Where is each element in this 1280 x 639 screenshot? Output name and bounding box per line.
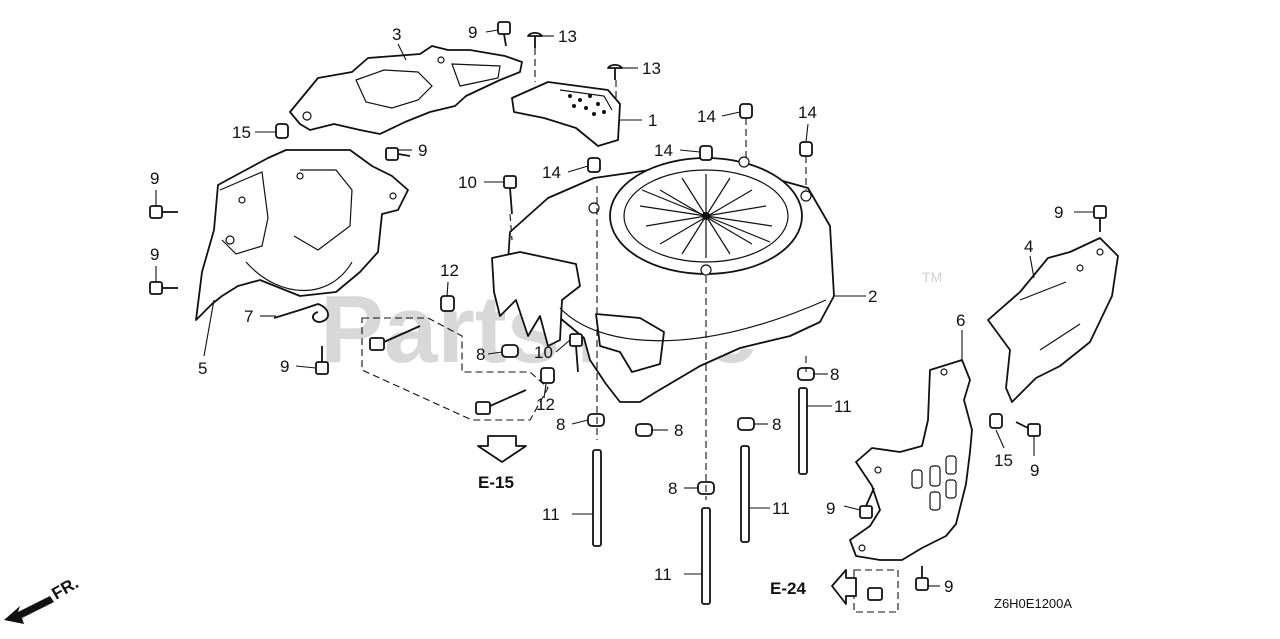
callout-11[interactable]: 11 (834, 397, 852, 416)
callout-15[interactable]: 15 (232, 123, 251, 142)
callout-9[interactable]: 9 (468, 23, 477, 42)
diagram-code: Z6H0E1200A (994, 596, 1072, 611)
callout-14[interactable]: 14 (542, 163, 561, 182)
part-12-grommet-upper[interactable] (440, 295, 455, 312)
callout-8[interactable]: 8 (830, 365, 839, 384)
e15-reference[interactable]: E-15 (478, 473, 514, 492)
callout-10[interactable]: 10 (534, 343, 553, 362)
callout-5[interactable]: 5 (198, 359, 207, 378)
callout-12[interactable]: 12 (536, 395, 555, 414)
e15-arrow (477, 435, 527, 463)
callout-13[interactable]: 13 (558, 27, 577, 46)
front-arrow: FR. (4, 573, 82, 624)
part-5-left-shroud[interactable] (195, 149, 409, 321)
callout-15[interactable]: 15 (994, 451, 1013, 470)
callout-9[interactable]: 9 (1054, 203, 1063, 222)
e24-assembly-box (853, 569, 899, 613)
callout-9[interactable]: 9 (150, 245, 159, 264)
callout-10[interactable]: 10 (458, 173, 477, 192)
callout-9[interactable]: 9 (418, 141, 427, 160)
part-3-upper-cover[interactable] (289, 45, 523, 135)
callout-8[interactable]: 8 (668, 479, 677, 498)
callout-8[interactable]: 8 (674, 421, 683, 440)
callout-8[interactable]: 8 (476, 345, 485, 364)
callout-1[interactable]: 1 (648, 111, 657, 130)
leader-lines (155, 29, 1094, 587)
part-2-fan-cover[interactable] (491, 156, 835, 403)
callout-11[interactable]: 11 (654, 565, 672, 584)
watermark-trademark: TM (922, 269, 942, 285)
part-4-right-cover[interactable] (987, 237, 1119, 403)
callout-9[interactable]: 9 (944, 577, 953, 596)
e24-arrow (831, 569, 857, 605)
part-12-grommet-lower[interactable] (540, 367, 555, 384)
callout-9[interactable]: 9 (1030, 461, 1039, 480)
e24-reference[interactable]: E-24 (770, 579, 806, 598)
callout-labels: 3 9 13 13 1 15 9 10 14 14 14 14 9 9 12 7… (150, 23, 1063, 596)
part-6-side-plate[interactable] (849, 359, 973, 561)
front-label: FR. (49, 573, 82, 603)
callout-13[interactable]: 13 (642, 59, 661, 78)
callout-11[interactable]: 11 (542, 505, 560, 524)
assembly-boundary (361, 317, 549, 421)
e24-bolt[interactable] (867, 587, 883, 601)
callout-12[interactable]: 12 (440, 261, 459, 280)
bolt-assemblies (149, 21, 1107, 605)
callout-8[interactable]: 8 (772, 415, 781, 434)
callout-9[interactable]: 9 (826, 499, 835, 518)
callout-2[interactable]: 2 (868, 287, 877, 306)
callout-14[interactable]: 14 (697, 107, 716, 126)
callout-14[interactable]: 14 (798, 103, 817, 122)
callout-4[interactable]: 4 (1024, 237, 1033, 256)
part-7-wire[interactable] (273, 303, 329, 323)
part-1-baffle-plate[interactable] (511, 81, 621, 147)
callout-8[interactable]: 8 (556, 415, 565, 434)
callout-3[interactable]: 3 (392, 25, 401, 44)
callout-9[interactable]: 9 (280, 357, 289, 376)
callout-11[interactable]: 11 (772, 499, 790, 518)
callout-14[interactable]: 14 (654, 141, 673, 160)
callout-6[interactable]: 6 (956, 311, 965, 330)
callout-9[interactable]: 9 (150, 169, 159, 188)
callout-7[interactable]: 7 (244, 307, 253, 326)
